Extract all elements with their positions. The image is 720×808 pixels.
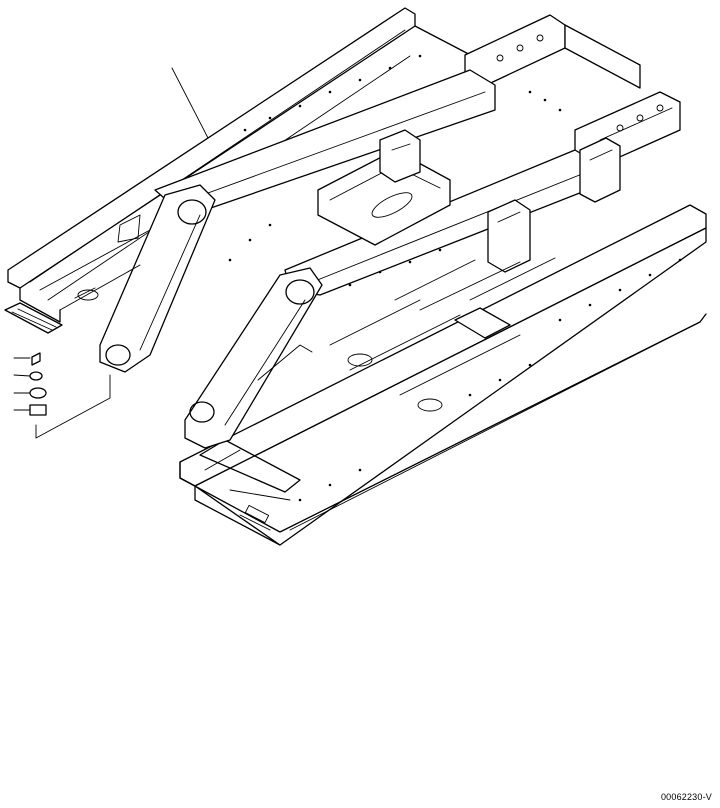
rear-end-plate [179, 313, 707, 533]
right-side-rail [179, 204, 707, 546]
mounting-brackets [379, 129, 621, 273]
fastener-dots [228, 54, 682, 502]
callout-leader [171, 67, 209, 139]
drawing-reference-code: 00062230-V [660, 792, 712, 802]
front-cross-beam [464, 14, 641, 89]
foot-step-plate [4, 302, 63, 334]
floor-compartments [39, 214, 556, 412]
left-hinge-plate [99, 184, 216, 373]
right-hinge-plate [184, 267, 323, 449]
small-parts-stack [13, 352, 111, 439]
